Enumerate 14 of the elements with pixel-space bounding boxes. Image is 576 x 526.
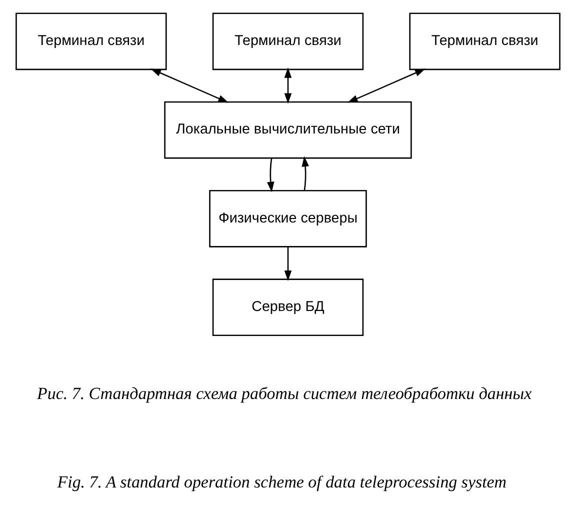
node-box: Физические серверы — [209, 190, 367, 248]
node-box: Терминал связи — [409, 12, 560, 70]
arrow — [284, 246, 292, 281]
label: Рис. 7. Стандартная схема работы систем телеобработки данных — [37, 384, 532, 404]
arrow — [267, 158, 274, 192]
node-box: Терминал связи — [16, 12, 167, 70]
label: Fig. 7. A standard operation scheme of data teleprocessing system — [57, 472, 507, 492]
node-box: Локальные вычислительные сети — [164, 101, 412, 159]
node-box: Терминал связи — [212, 12, 364, 70]
node-box: Сервер БД — [212, 278, 364, 336]
arrow — [284, 67, 292, 104]
arrow — [347, 68, 426, 103]
arrow — [302, 156, 309, 190]
arrow — [150, 68, 229, 103]
